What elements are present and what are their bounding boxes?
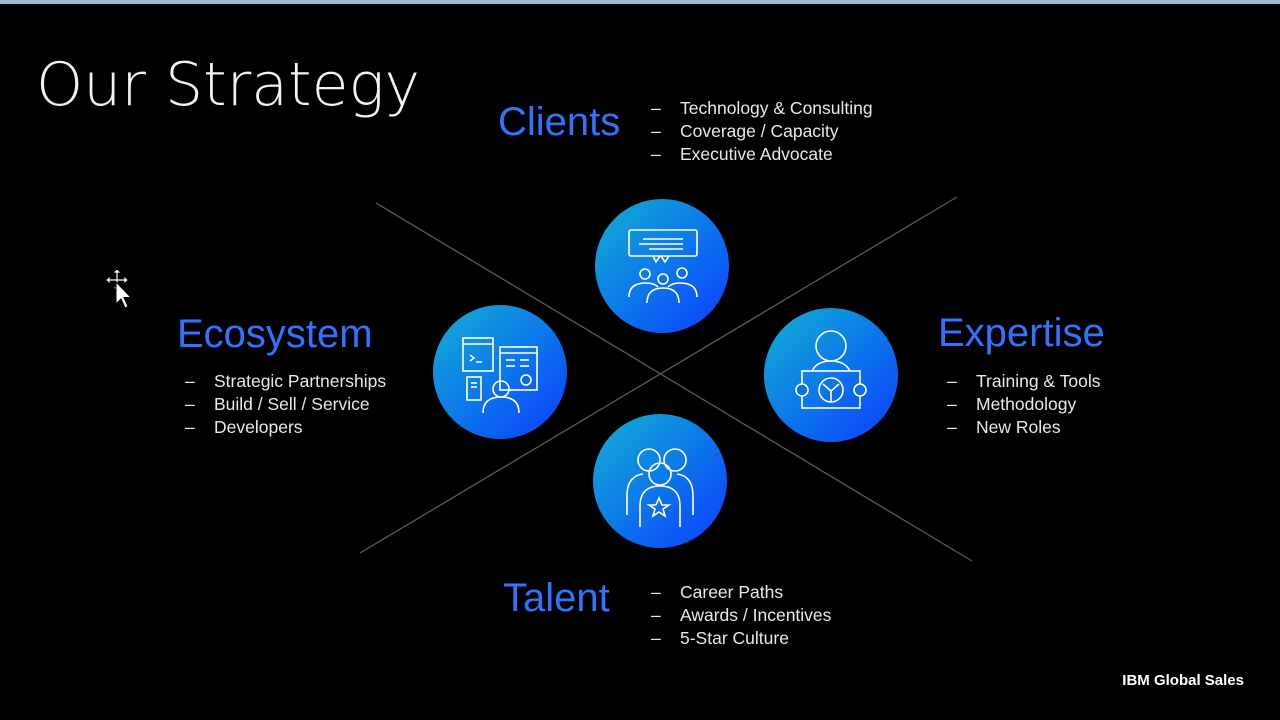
window-top-border xyxy=(0,0,1280,4)
team-star-icon xyxy=(626,448,694,527)
expertise-heading: Expertise xyxy=(938,311,1105,355)
brand-label: IBM Global Sales xyxy=(1122,672,1244,689)
clients-heading: Clients xyxy=(498,100,621,144)
ecosystem-list: Strategic Partnerships Build / Sell / Se… xyxy=(185,370,386,439)
divider-line xyxy=(359,196,958,554)
move-cursor-icon xyxy=(105,268,133,309)
list-item: Career Paths xyxy=(651,581,831,604)
list-item: Training & Tools xyxy=(947,370,1101,393)
developer-apps-icon xyxy=(462,337,538,414)
list-item: Technology & Consulting xyxy=(651,97,873,120)
expertise-circle xyxy=(764,308,898,442)
presenter-icon xyxy=(795,330,867,409)
list-item: New Roles xyxy=(947,416,1101,439)
slide-title: Our Strategy xyxy=(36,50,420,120)
list-item: Strategic Partnerships xyxy=(185,370,386,393)
clients-circle xyxy=(595,199,729,333)
talent-circle xyxy=(593,414,727,548)
list-item: Developers xyxy=(185,416,386,439)
talent-list: Career Paths Awards / Incentives 5-Star … xyxy=(651,581,831,650)
ecosystem-heading: Ecosystem xyxy=(177,312,373,356)
ecosystem-circle xyxy=(433,305,567,439)
list-item: Build / Sell / Service xyxy=(185,393,386,416)
list-item: Awards / Incentives xyxy=(651,604,831,627)
divider-line xyxy=(375,202,973,562)
list-item: Methodology xyxy=(947,393,1101,416)
expertise-list: Training & Tools Methodology New Roles xyxy=(947,370,1101,439)
talent-heading: Talent xyxy=(503,576,610,620)
audience-chat-icon xyxy=(628,229,698,304)
clients-list: Technology & Consulting Coverage / Capac… xyxy=(651,97,873,166)
list-item: Executive Advocate xyxy=(651,143,873,166)
list-item: Coverage / Capacity xyxy=(651,120,873,143)
list-item: 5-Star Culture xyxy=(651,627,831,650)
